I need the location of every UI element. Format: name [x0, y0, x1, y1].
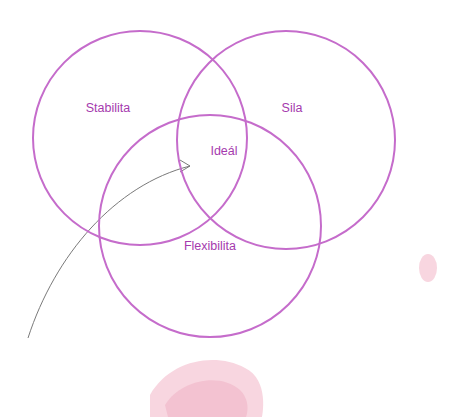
circle-label: Stabilita: [86, 101, 130, 115]
paint-blob: [165, 380, 248, 417]
paint-blob: [150, 360, 263, 417]
circle-outline: [98, 114, 322, 338]
venn-circle: Flexibilita: [98, 114, 322, 338]
venn-circle: Stabilita: [32, 30, 248, 246]
circle-outline: [32, 30, 248, 246]
circle-line: [33, 31, 247, 245]
circle-label: Flexibilita: [184, 239, 236, 253]
circle-label: Sila: [282, 101, 303, 115]
intersection-label: Ideál: [210, 144, 237, 158]
venn-circle: Sila: [176, 30, 396, 250]
circle-outline: [176, 30, 396, 250]
pointer-arrow: [28, 166, 190, 338]
circle-line: [99, 115, 321, 337]
paint-blob: [419, 254, 437, 282]
circle-line: [177, 31, 395, 249]
